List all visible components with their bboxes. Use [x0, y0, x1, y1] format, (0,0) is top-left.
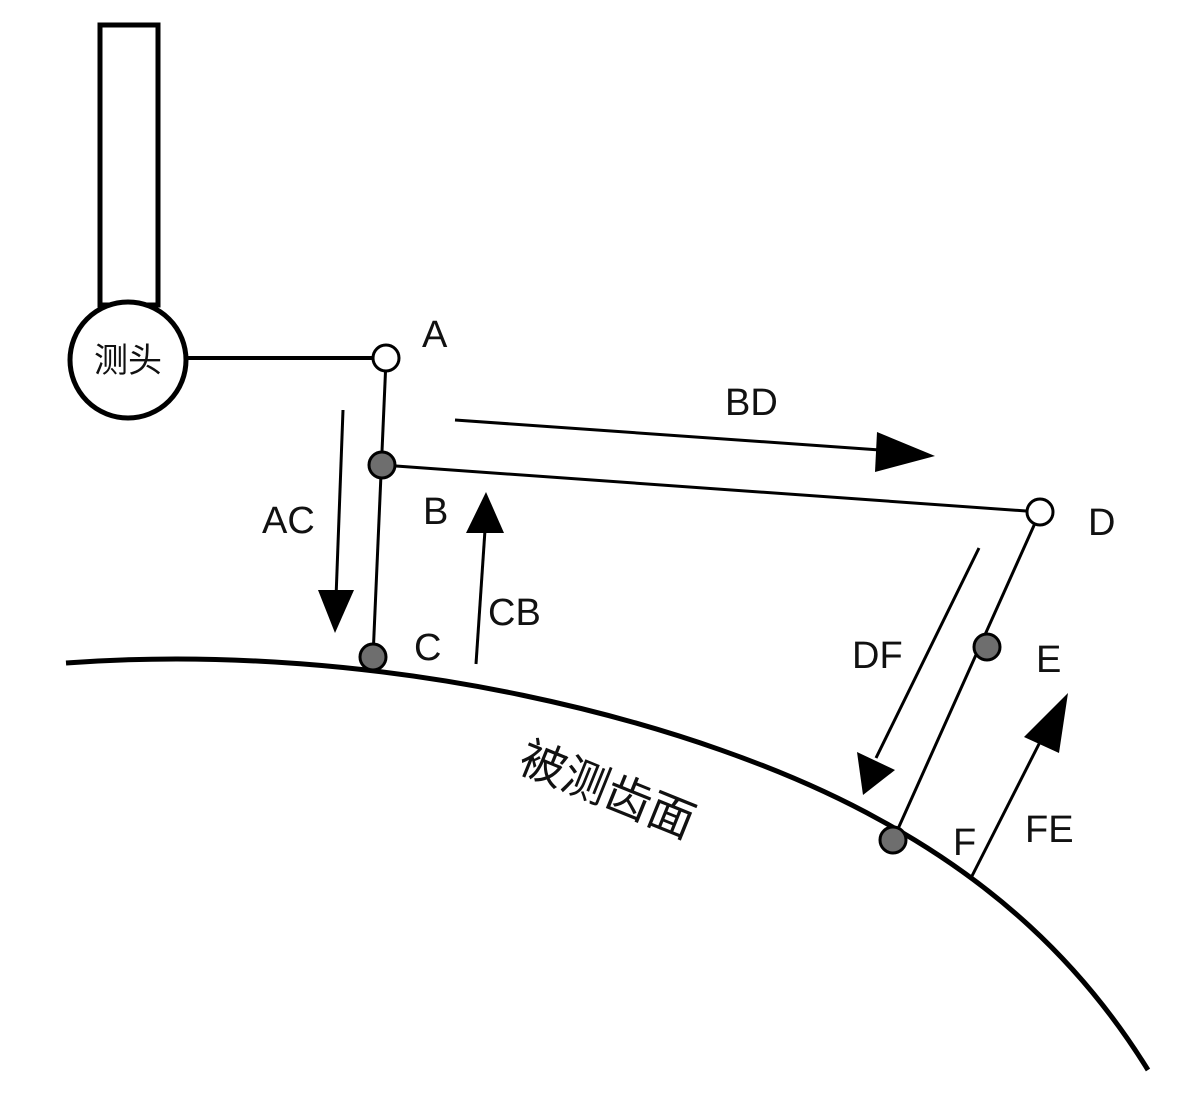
surface-label: 被测齿面: [512, 730, 703, 849]
label-move-df: DF: [852, 635, 903, 677]
label-point-a: A: [422, 314, 448, 356]
arrow-cb: [466, 492, 504, 665]
label-move-bd: BD: [725, 382, 778, 424]
tooth-surface-curve: [65, 656, 1151, 1072]
point-f: [878, 825, 908, 855]
point-d: [1025, 497, 1055, 527]
point-e: [972, 632, 1002, 662]
path-a-c: [371, 359, 388, 658]
label-point-e: E: [1036, 639, 1061, 681]
arrow-bd: [454, 418, 935, 472]
arrow-fe: [970, 693, 1068, 877]
point-b: [367, 450, 397, 480]
label-point-f: F: [953, 822, 976, 864]
probe-head-label: 测头: [94, 341, 162, 381]
point-c: [358, 642, 388, 672]
label-move-fe: FE: [1025, 809, 1074, 851]
path-b-d: [381, 463, 1041, 514]
arrow-ac: [318, 409, 354, 633]
point-a: [371, 343, 401, 373]
path-d-f: [891, 511, 1042, 841]
label-point-c: C: [414, 627, 441, 669]
label-move-ac: AC: [262, 500, 315, 542]
label-point-d: D: [1088, 502, 1115, 544]
arrow-df: [857, 547, 981, 795]
label-move-cb: CB: [488, 592, 541, 634]
label-point-b: B: [423, 491, 448, 533]
probe-shaft: [97, 22, 161, 308]
